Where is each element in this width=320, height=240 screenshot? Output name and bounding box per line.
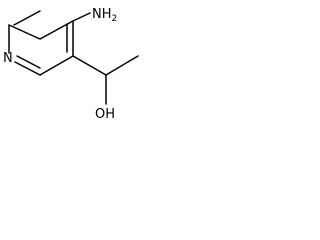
ring-bond-c5-n xyxy=(14,61,41,76)
pyridine-nitrogen-label: N xyxy=(3,51,13,66)
ring-bond-c4-c5 xyxy=(39,55,74,76)
ring-bond-c1-c2 xyxy=(8,24,41,40)
chemical-structure-diagram: NH2 N OH xyxy=(3,7,139,122)
amine-bond xyxy=(72,12,91,22)
amine-label: NH2 xyxy=(92,7,117,24)
side-chain-bond xyxy=(72,55,107,76)
methyl-bond xyxy=(105,55,139,76)
ring-double-bond-c1-c2 xyxy=(13,10,41,26)
ring-bond-c2-c3 xyxy=(39,20,74,40)
ring-double-bond-c5-n xyxy=(16,55,41,69)
hydroxyl-label: OH xyxy=(95,107,115,122)
